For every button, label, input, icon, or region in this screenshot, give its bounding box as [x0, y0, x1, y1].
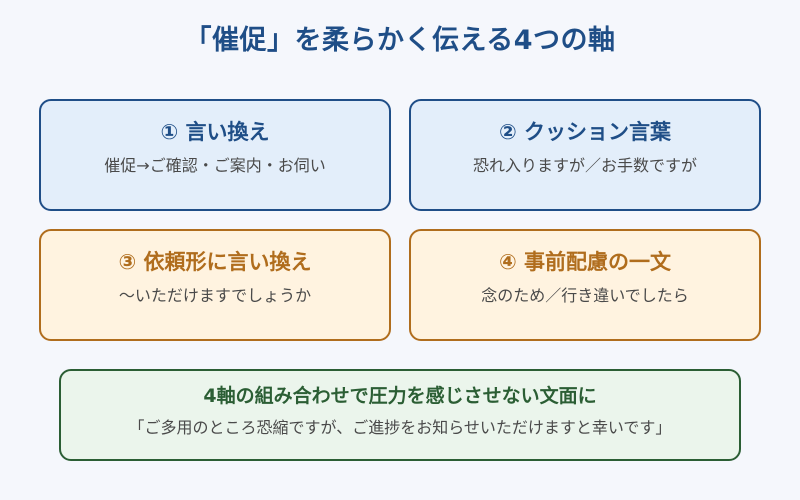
axis-card-title: ④ 事前配慮の一文 — [498, 250, 672, 274]
summary-box: 4軸の組み合わせで圧力を感じさせない文面に 「ご多用のところ恐縮ですが、ご進捗を… — [59, 369, 741, 461]
axis-card-advance-consideration: ④ 事前配慮の一文 念のため／行き違いでしたら — [409, 229, 761, 341]
axis-card-title: ② クッション言葉 — [498, 120, 672, 144]
axis-card-title: ③ 依頼形に言い換え — [118, 250, 312, 274]
axis-card-subtitle: 念のため／行き違いでしたら — [481, 286, 689, 305]
axis-card-cushion-words: ② クッション言葉 恐れ入りますが／お手数ですが — [409, 99, 761, 211]
summary-example: 「ご多用のところ恐縮ですが、ご進捗をお知らせいただけますと幸いです」 — [128, 418, 672, 437]
axis-card-request-form: ③ 依頼形に言い換え 〜いただけますでしょうか — [39, 229, 391, 341]
axis-card-subtitle: 催促→ご確認・ご案内・お伺い — [104, 156, 326, 175]
axis-card-subtitle: 〜いただけますでしょうか — [118, 286, 312, 305]
axis-card-subtitle: 恐れ入りますが／お手数ですが — [472, 156, 697, 175]
axis-card-rephrase: ① 言い換え 催促→ご確認・ご案内・お伺い — [39, 99, 391, 211]
axis-card-title: ① 言い換え — [160, 120, 270, 144]
diagram-title: 「催促」を柔らかく伝える4つの軸 — [184, 25, 616, 56]
summary-title: 4軸の組み合わせで圧力を感じさせない文面に — [203, 385, 597, 407]
